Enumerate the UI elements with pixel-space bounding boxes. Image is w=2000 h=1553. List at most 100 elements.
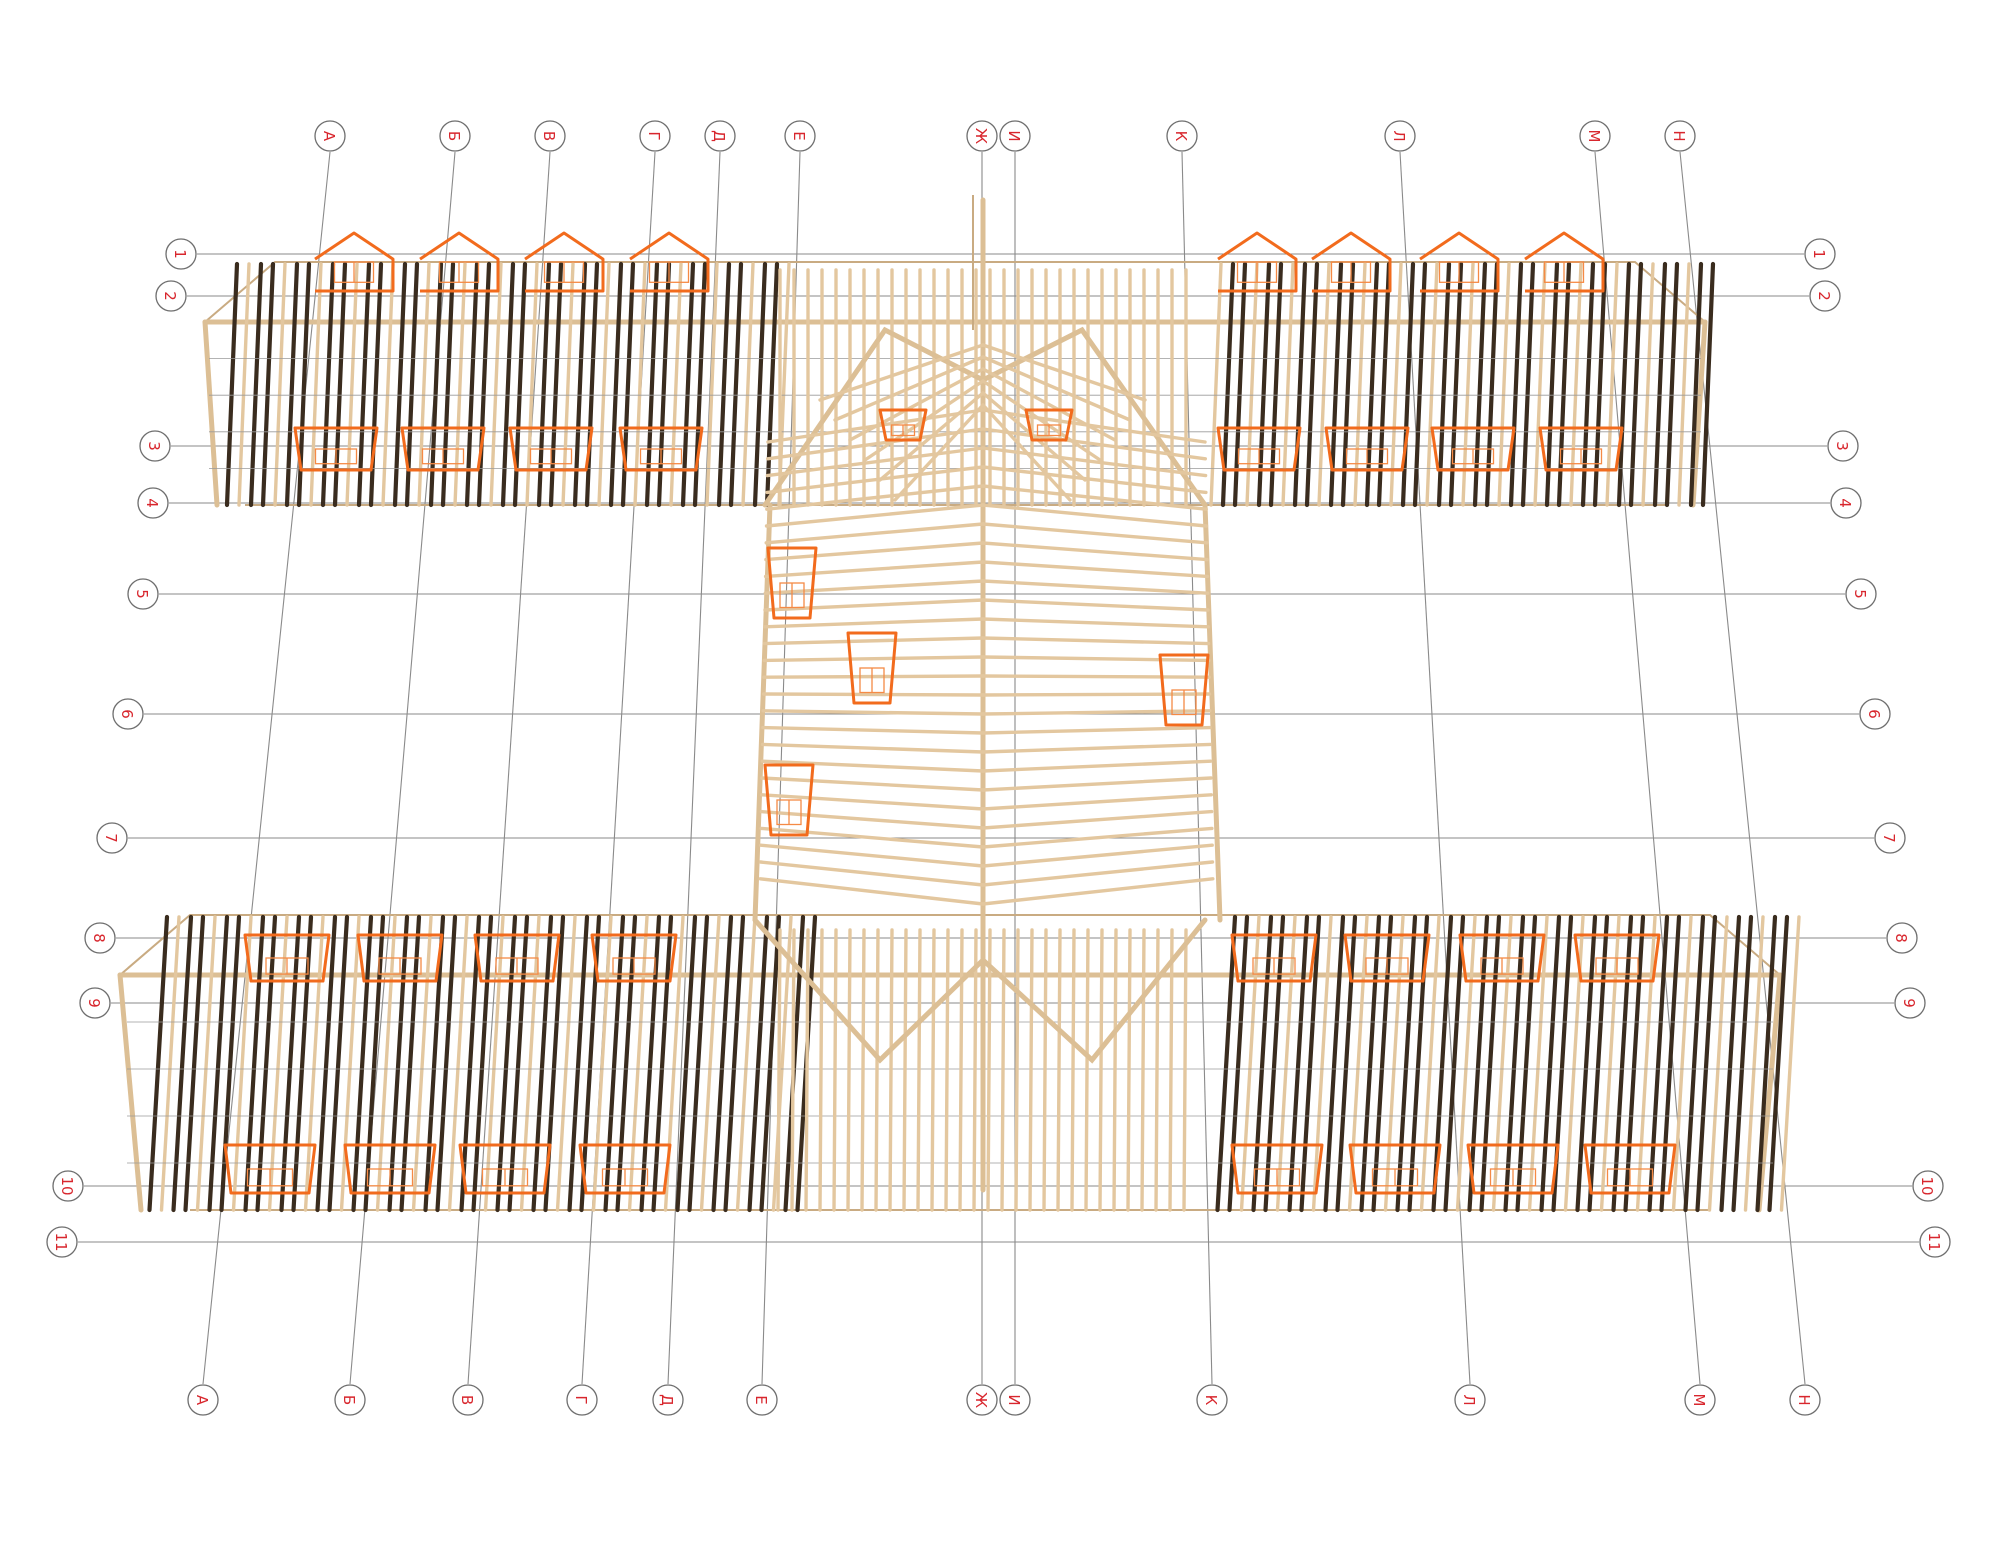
- column-axis-bubble-bottom: В: [452, 1384, 484, 1416]
- center-rafter: [981, 674, 1211, 679]
- rafter: [1508, 261, 1524, 508]
- axis-bubble-circle: [652, 1384, 684, 1416]
- dormer-gable: [314, 231, 395, 293]
- dormer-gable: [524, 231, 605, 293]
- center-rafter: [760, 793, 985, 811]
- dormer-frame: [1573, 933, 1661, 983]
- dormer-frame: [1158, 653, 1210, 727]
- rafter: [1364, 261, 1380, 508]
- rafter: [728, 261, 744, 508]
- rafter: [986, 928, 992, 1212]
- rafter: [1448, 261, 1464, 508]
- row-axis-bubble-right: 2: [1809, 280, 1841, 312]
- dormer-frame: [343, 1143, 437, 1195]
- rafter: [916, 928, 922, 1212]
- center-rafter: [759, 826, 985, 849]
- axis-label: 8: [90, 933, 108, 943]
- row-axis-bubble-left: 10: [52, 1170, 84, 1202]
- center-rafter: [981, 367, 1117, 442]
- axis-bubble-circle: [639, 120, 671, 152]
- rafter: [453, 262, 467, 507]
- center-rafter: [981, 484, 1208, 511]
- dormer-window: [763, 763, 815, 837]
- rafter: [417, 262, 431, 507]
- rafter: [207, 914, 230, 1213]
- center-rafter: [761, 692, 985, 697]
- axis-label: 7: [1880, 833, 1898, 843]
- center-rafter: [981, 408, 1207, 444]
- rafter: [1700, 261, 1716, 508]
- rafter: [1070, 928, 1076, 1212]
- axis-bubble-circle: [439, 120, 471, 152]
- center-rafter: [765, 484, 985, 511]
- rafter: [687, 914, 710, 1213]
- rafter: [656, 261, 672, 508]
- column-axis-bubble-top: А: [314, 120, 346, 152]
- rafter: [735, 915, 757, 1212]
- dormer-window: [1538, 426, 1624, 472]
- rafter: [902, 928, 908, 1212]
- rafter: [1664, 261, 1680, 508]
- wing-ridge-outline: [119, 914, 1781, 976]
- rafter: [399, 914, 422, 1213]
- rafter: [555, 915, 577, 1212]
- axis-label: К: [1202, 1395, 1220, 1406]
- rafter: [1304, 261, 1320, 508]
- center-rafter: [981, 742, 1213, 754]
- dormer-frame: [878, 408, 928, 442]
- dormer-window: [1217, 231, 1298, 293]
- rafter: [284, 261, 300, 508]
- rafter: [1395, 914, 1418, 1213]
- center-rafter: [981, 427, 1208, 461]
- rafter: [1126, 928, 1132, 1212]
- rafter: [776, 928, 782, 1212]
- dormer-window: [1216, 426, 1302, 472]
- rafter: [1168, 928, 1174, 1212]
- dormer-window: [1583, 1143, 1677, 1195]
- dormer-window: [1324, 426, 1410, 472]
- center-rafter: [981, 379, 1102, 462]
- center-rafter: [764, 522, 985, 545]
- center-rafter: [763, 560, 985, 579]
- center-rafter: [981, 655, 1211, 663]
- column-axis-bubble-top: Б: [439, 120, 471, 152]
- center-rafter: [981, 877, 1215, 906]
- dormer-window: [1524, 231, 1605, 293]
- rafter: [1623, 914, 1646, 1213]
- center-rafter: [981, 826, 1214, 849]
- rafter: [1000, 928, 1006, 1212]
- dormer-window: [508, 426, 594, 472]
- rafter: [572, 261, 588, 508]
- south-wing-frame: [117, 914, 1801, 1213]
- dormer-window: [590, 933, 678, 983]
- axis-label: 2: [1815, 291, 1833, 301]
- center-rafter: [981, 560, 1210, 579]
- axis-label: 3: [145, 441, 163, 451]
- row-axis-bubble-left: 8: [84, 922, 116, 954]
- axis-label: Б: [445, 131, 463, 141]
- rafter: [790, 928, 796, 1212]
- rafter: [320, 261, 336, 508]
- rafter: [1461, 262, 1475, 507]
- rafter: [1182, 928, 1188, 1212]
- rafter: [1400, 261, 1416, 508]
- axis-bubble-circle: [1684, 1384, 1716, 1416]
- axis-bubble-circle: [1789, 1384, 1821, 1416]
- column-axis-bubble-bottom: Г: [566, 1384, 598, 1416]
- rafter: [1340, 261, 1356, 508]
- column-axis-bubble-top: Ж: [966, 120, 998, 152]
- column-axis-bubble-bottom: И: [999, 1384, 1031, 1416]
- rafter: [1695, 914, 1718, 1213]
- rafter: [597, 262, 611, 507]
- dormer-frame: [1583, 1143, 1677, 1195]
- rafter: [832, 928, 838, 1212]
- rafter: [1275, 915, 1297, 1212]
- dormer-window: [458, 1143, 552, 1195]
- rafter: [1389, 262, 1403, 507]
- dormer-window: [524, 231, 605, 293]
- axis-label: И: [1005, 1394, 1023, 1405]
- rafter: [267, 915, 289, 1212]
- rafter: [1431, 914, 1454, 1213]
- center-rafter: [981, 860, 1215, 887]
- rafter: [423, 914, 446, 1213]
